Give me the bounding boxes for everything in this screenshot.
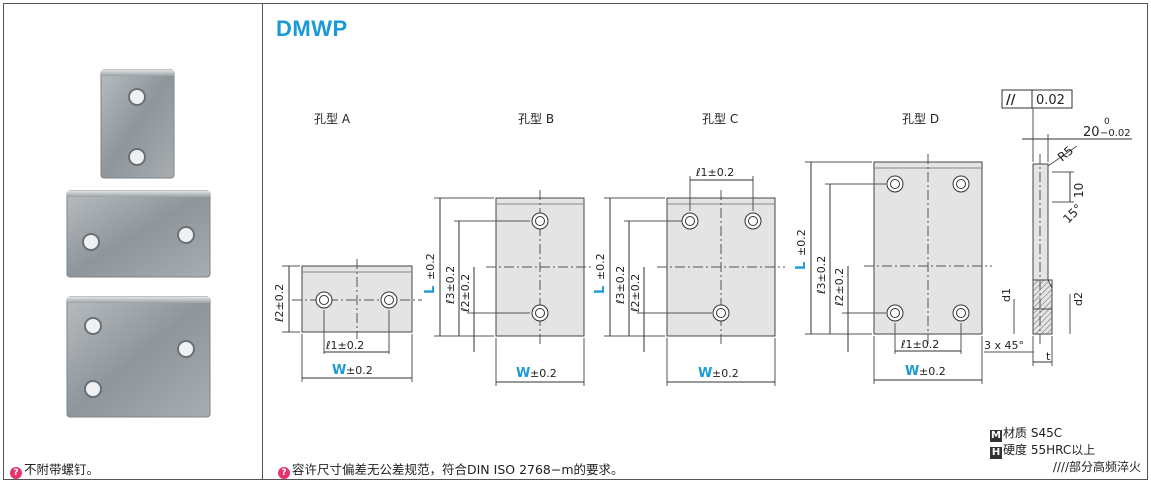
drawing-type-b — [434, 190, 594, 386]
type-a-w-label: W — [332, 363, 346, 378]
hole-type-b-label: 孔型 B — [518, 112, 554, 126]
catalog-frame: ?不附带螺钉。 DMWP — [3, 3, 1148, 480]
type-b-l2-label: ℓ2±0.2 — [459, 274, 472, 313]
type-b-l3-label: ℓ3±0.2 — [444, 266, 457, 305]
technical-drawing-panel: DMWP — [262, 4, 1147, 479]
type-d-l1-label: ℓ1±0.2 — [900, 338, 939, 351]
type-a-l2-label: ℓ2±0.2 — [273, 284, 286, 323]
photo-plate-type-b — [100, 69, 175, 179]
thickness-label: t — [1046, 350, 1051, 363]
photo-plate-type-a — [66, 190, 211, 278]
product-code: DMWP — [276, 16, 348, 41]
type-b-l-tol: ±0.2 — [424, 253, 437, 280]
d2-label: d2 — [1072, 292, 1085, 306]
drawing-type-a — [282, 259, 422, 382]
type-d-w-label: W — [905, 364, 919, 379]
info-icon: ? — [278, 467, 290, 479]
photo-plate-type-c — [66, 296, 211, 418]
type-a-w-tol: ±0.2 — [346, 364, 373, 377]
type-c-w-tol: ±0.2 — [712, 367, 739, 380]
drawing-type-d — [805, 154, 992, 384]
type-c-w-label: W — [698, 366, 712, 381]
hole-type-a-label: 孔型 A — [314, 112, 351, 126]
type-b-w-tol: ±0.2 — [530, 367, 557, 380]
parallelism-icon: // — [1006, 93, 1016, 108]
drawing-side-view — [984, 89, 1132, 366]
hole-type-d-label: 孔型 D — [902, 112, 939, 126]
height-tol-upper: 0 — [1104, 117, 1110, 127]
type-d-l-label: L — [794, 262, 809, 270]
screw-note: ?不附带螺钉。 — [10, 459, 99, 479]
height-value: 20 — [1083, 125, 1100, 140]
type-c-l-tol: ±0.2 — [594, 253, 607, 280]
info-icon: ? — [10, 467, 22, 479]
d1-label: d1 — [1000, 288, 1013, 302]
chamfer-label: 3 x 45° — [984, 339, 1024, 352]
flatness-value: 0.02 — [1036, 93, 1065, 108]
type-c-l-label: L — [593, 286, 608, 294]
type-b-w-label: W — [516, 366, 530, 381]
product-photo — [66, 69, 211, 418]
type-c-l3-label: ℓ3±0.2 — [614, 266, 627, 305]
type-d-l-tol: ±0.2 — [795, 229, 808, 256]
height-tol-lower: −0.02 — [1100, 128, 1131, 139]
tolerance-note: ?容许尺寸偏差无公差规范，符合DIN ISO 2768−m的要求。 — [278, 459, 624, 479]
type-b-l-label: L — [423, 286, 438, 294]
dim-10-label: 10 — [1072, 183, 1086, 198]
quench-note: ////部分高频淬火 — [1052, 460, 1141, 474]
type-d-l3-label: ℓ3±0.2 — [815, 256, 828, 295]
type-d-w-tol: ±0.2 — [919, 365, 946, 378]
product-photo-panel: ?不附带螺钉。 — [4, 4, 263, 479]
hole-type-c-label: 孔型 C — [702, 112, 738, 126]
radius-label: R5 — [1055, 143, 1076, 164]
hardness-tag: H — [990, 447, 1002, 459]
material-tag: M — [990, 430, 1002, 442]
type-c-l1-label: ℓ1±0.2 — [695, 166, 734, 179]
type-d-l2-label: ℓ2±0.2 — [833, 268, 846, 307]
type-c-l2-label: ℓ2±0.2 — [629, 274, 642, 313]
type-a-l1-label: ℓ1±0.2 — [325, 339, 364, 352]
angle-label: 15° — [1060, 201, 1085, 226]
drawing-type-c — [604, 176, 785, 386]
dimension-drawing: 孔型 A 孔型 B 孔型 C 孔型 D ℓ2±0.2 ℓ1±0.2 W ±0.2… — [273, 89, 1132, 386]
